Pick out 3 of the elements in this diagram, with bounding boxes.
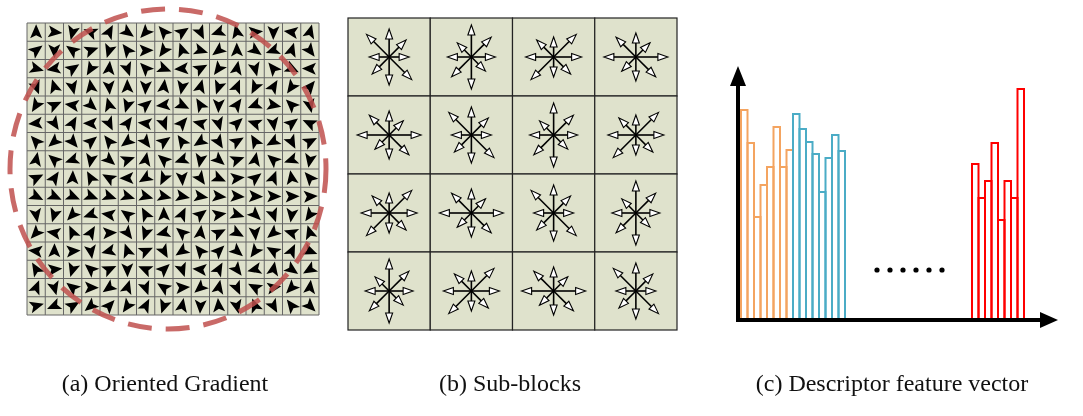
figure-caption: (b) Sub-blocks — [439, 370, 581, 397]
figure-caption: (a) Oriented Gradient — [61, 370, 269, 397]
figure-caption: (c) Descriptor feature vector — [755, 370, 1029, 397]
